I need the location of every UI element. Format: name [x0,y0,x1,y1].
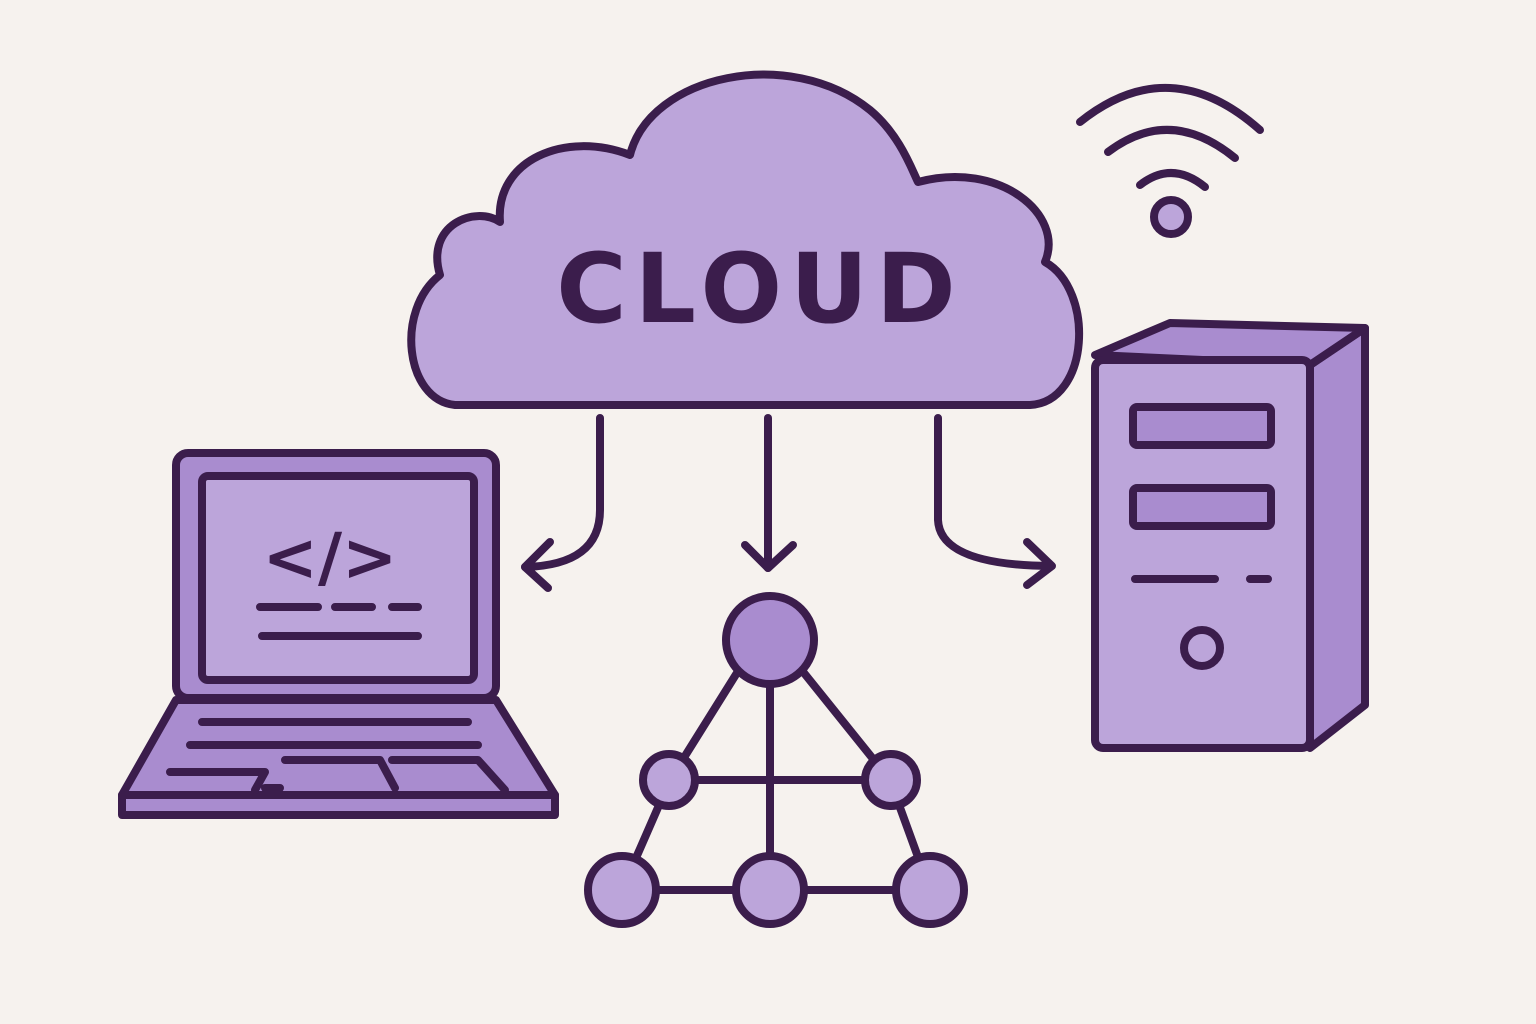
arrow-to-laptop [521,414,604,592]
server-tower-icon [1091,319,1369,752]
arrow-to-server [934,414,1056,589]
code-symbol: </> [263,519,398,596]
network-icon [584,592,968,928]
cloud-icon: CLOUD [407,70,1084,409]
wifi-icon [1076,83,1264,238]
cloud-label: CLOUD [556,233,963,345]
arrow-to-network [741,414,797,572]
laptop-icon: </> [118,449,559,819]
